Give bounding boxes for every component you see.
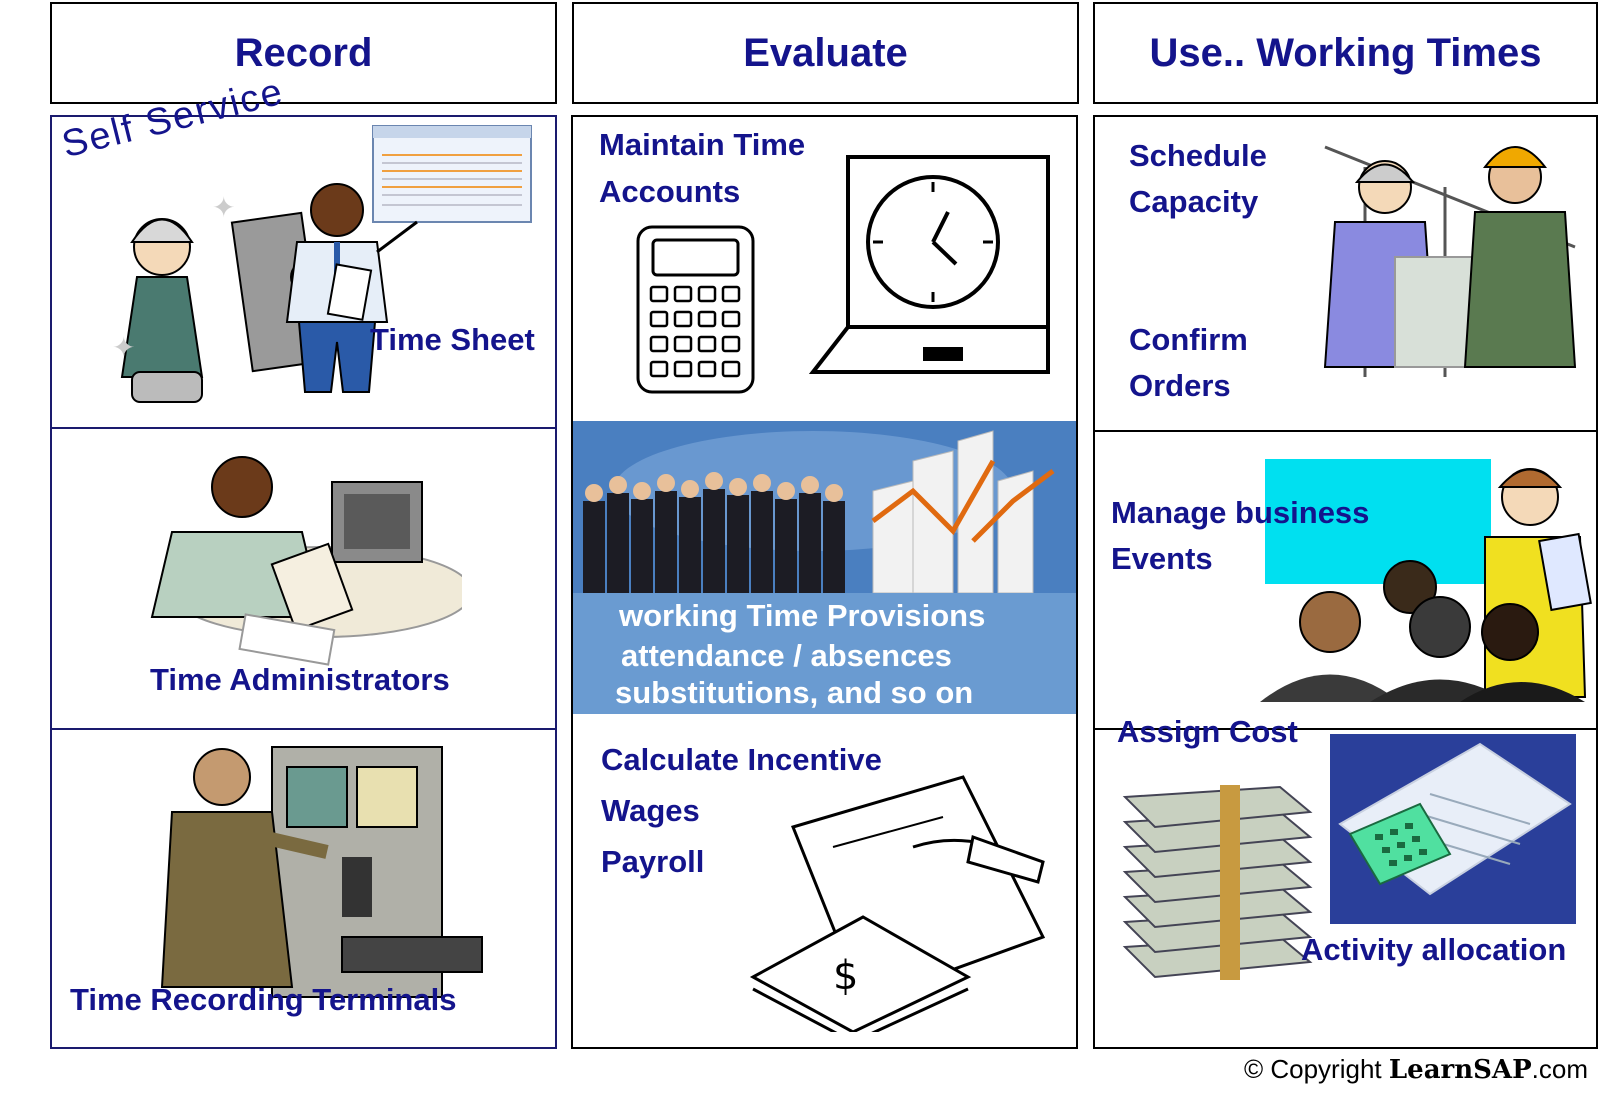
svg-text:$: $	[833, 953, 858, 999]
confirm-label: Confirm	[1129, 322, 1248, 357]
maintain-time-label: Maintain Time	[599, 127, 806, 162]
substitutions-label: substitutions, and so on	[615, 675, 974, 710]
use-divider-1	[1095, 430, 1596, 432]
assign-cost-label: Assign Cost	[1117, 714, 1298, 749]
time-clock-icon	[808, 155, 1050, 374]
time-administrators-label: Time Administrators	[150, 662, 450, 697]
header-record-label: Record	[234, 30, 373, 75]
use-column: Schedule Capacity Confirm Orders Manage …	[1093, 115, 1598, 1049]
header-use-label: Use.. Working Times	[1149, 30, 1542, 75]
svg-text:✦: ✦	[212, 192, 235, 223]
accounts-label: Accounts	[599, 174, 741, 209]
calculator-icon	[636, 225, 755, 394]
invoice-calculator-icon	[1338, 742, 1572, 896]
time-sheet-label: Time Sheet	[370, 322, 535, 357]
brand-name: LearnSAP	[1388, 1055, 1532, 1085]
calculate-incentive-label: Calculate Incentive	[601, 742, 882, 777]
business-meeting-icon	[1260, 468, 1592, 702]
time-recording-terminals-label: Time Recording Terminals	[70, 982, 457, 1017]
copyright-footer: © Copyright LearnSAP.com	[1244, 1054, 1588, 1085]
timesheet-screen-icon	[372, 125, 532, 223]
events-label: Events	[1111, 541, 1213, 576]
manage-business-label: Manage business	[1111, 495, 1370, 530]
svg-text:✦: ✦	[112, 332, 135, 363]
schedule-label: Schedule	[1129, 138, 1267, 173]
wages-label: Wages	[601, 793, 700, 828]
header-evaluate-label: Evaluate	[743, 30, 908, 75]
cheque-money-icon: $	[749, 775, 1046, 1032]
time-administrator-icon	[150, 456, 462, 666]
provisions-banner: working Time Provisions attendance / abs…	[573, 421, 1076, 714]
header-record: Record	[50, 2, 557, 104]
capacity-label: Capacity	[1129, 184, 1259, 219]
time-recording-terminal-icon	[160, 746, 483, 998]
record-divider-1	[52, 427, 555, 429]
use-divider-2	[1095, 728, 1596, 730]
business-team-photo	[573, 421, 1076, 593]
header-evaluate: Evaluate	[572, 2, 1079, 104]
orders-label: Orders	[1129, 368, 1231, 403]
attendance-absences-label: attendance / absences	[621, 638, 952, 673]
evaluate-column: Maintain Time Accounts	[571, 115, 1078, 1049]
record-divider-2	[52, 728, 555, 730]
construction-workers-icon	[1323, 145, 1577, 377]
money-stack-icon	[1122, 785, 1313, 980]
copyright-prefix: © Copyright	[1243, 1054, 1382, 1084]
working-time-provisions-label: working Time Provisions	[619, 598, 986, 633]
record-column: Self Service ✦ ✦ Time Sheet Time Adminis…	[50, 71, 557, 1049]
payroll-label: Payroll	[601, 844, 705, 879]
events-highlight-box	[1265, 459, 1491, 584]
presenter-man-icon	[285, 183, 418, 393]
brand-suffix: .com	[1531, 1054, 1588, 1084]
header-use: Use.. Working Times	[1093, 2, 1598, 104]
activity-allocation-label: Activity allocation	[1301, 932, 1567, 967]
